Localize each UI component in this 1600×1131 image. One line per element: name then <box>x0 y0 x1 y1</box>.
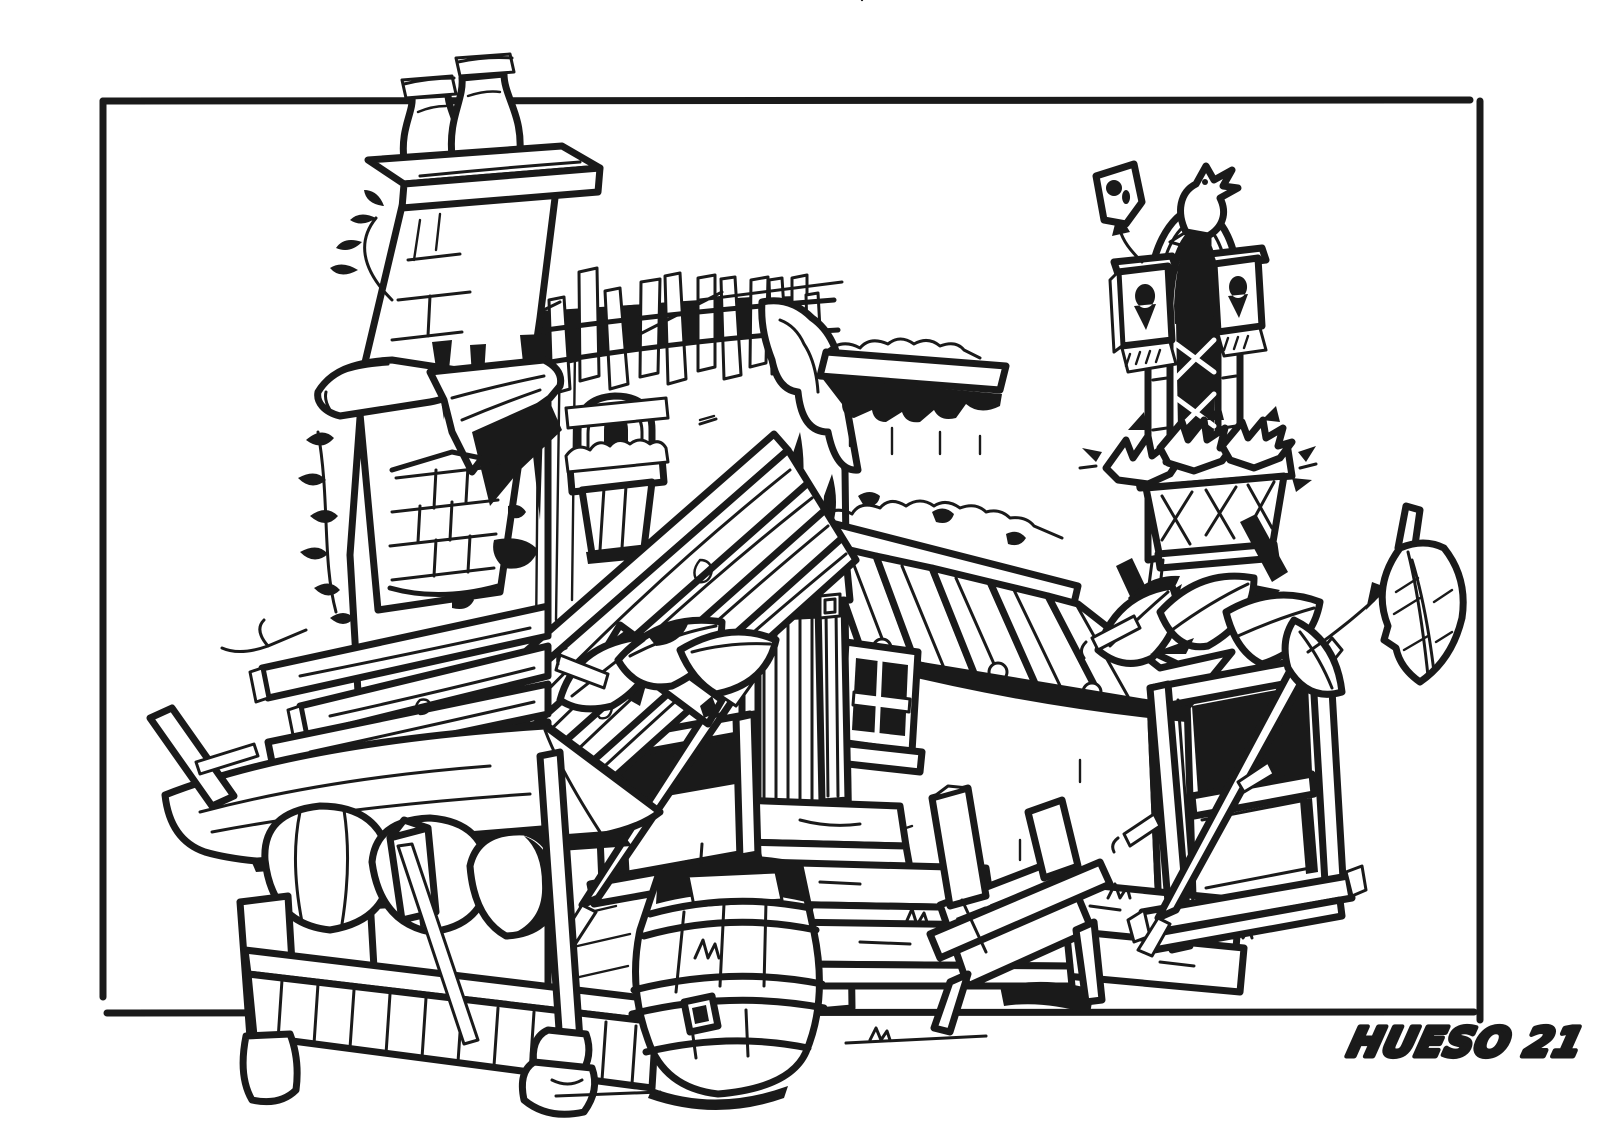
study-plants <box>1078 404 1318 492</box>
bird <box>1168 162 1242 254</box>
ground-tufts <box>554 754 1254 1098</box>
keyhole-box-left <box>1108 252 1180 374</box>
vine <box>220 190 394 653</box>
keyhole-plaque-detail <box>1092 160 1146 228</box>
annex-window <box>826 638 926 776</box>
study-leaves <box>1079 572 1346 698</box>
study-gothic-window <box>1078 160 1318 644</box>
door-latch <box>818 592 842 620</box>
market-stall <box>146 704 664 1118</box>
leaf-detail <box>1378 502 1467 686</box>
study-leaf-window <box>1079 502 1467 958</box>
cornice-ledge <box>816 348 1010 394</box>
window-leaves <box>554 616 780 713</box>
artist-signature: HUESO 21 <box>1344 1019 1589 1066</box>
chimney-pot-right <box>447 70 524 160</box>
parapet-crumble <box>758 297 1010 526</box>
arched-window <box>564 392 670 564</box>
flower-box <box>578 478 656 558</box>
window-plants <box>564 438 670 474</box>
stall-pole-left <box>146 704 238 810</box>
keyhole-box-right <box>1206 244 1270 358</box>
cart-handle-right <box>1024 796 1082 882</box>
draped-cloth <box>314 334 565 520</box>
broken-cart <box>926 784 1114 1036</box>
barrel <box>628 842 828 1110</box>
brick-patch <box>387 449 538 609</box>
